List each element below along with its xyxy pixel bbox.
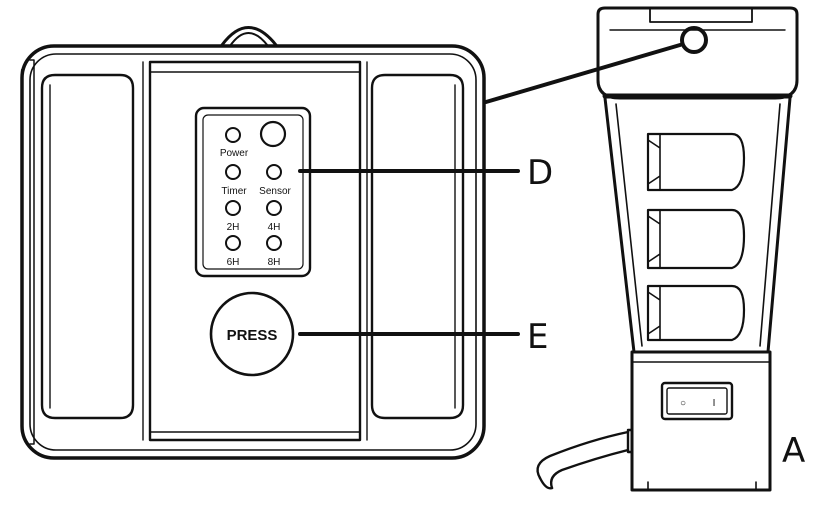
timer-unit-front-view: Power Timer Sensor 2H 4H 6H 8H PRESS [20,26,486,460]
indicator-panel [194,106,312,278]
cord-strain-relief [626,428,634,454]
sensor-label: Sensor [259,186,291,197]
led-4h [266,200,282,216]
led-8h [266,235,282,251]
right-grip-panel [370,73,465,420]
timer-led [225,164,241,180]
side-body-inner-lines [615,103,781,347]
side-sensor-eye [680,26,708,54]
power-label: Power [220,148,249,159]
face-plate-side-lines [142,61,368,441]
label-6h: 6H [227,257,240,268]
label-8h: 8H [268,257,281,268]
callout-a: A [782,431,805,471]
side-lower-feet [647,481,757,491]
side-outlet-3 [646,284,746,342]
label-2h: 2H [227,222,240,233]
power-cord-end [538,476,554,490]
side-outlet-3-detail [647,285,661,341]
left-grip-panel [40,73,135,420]
label-4h: 4H [268,222,281,233]
press-button[interactable] [209,291,295,377]
callout-e: E [527,317,548,357]
power-cord-upper [536,430,630,480]
light-sensor-eye [259,120,287,148]
timer-unit-side-view: ○ I [536,6,799,492]
power-cord-lower [549,448,630,490]
callouts: D E A [298,43,805,471]
side-outlet-2-detail [647,209,661,269]
sensor-led [266,164,282,180]
left-edge-detail [29,59,35,445]
indicator-panel-inner [202,114,304,270]
power-led [225,127,241,143]
rocker-switch[interactable] [660,381,734,421]
led-6h [225,235,241,251]
side-body-outline [603,96,792,354]
press-button-label: PRESS [227,327,278,344]
switch-off-symbol: ○ [680,398,686,409]
side-top-notch [649,7,753,23]
side-outlet-1 [646,132,746,192]
housing-inner-edge [29,53,477,451]
timer-label: Timer [221,186,247,197]
center-face-plate [148,60,362,442]
led-2h [225,200,241,216]
hanging-loop-inner [229,32,269,47]
callout-d: D [527,153,553,193]
switch-on-symbol: I [713,398,716,409]
side-outlet-2 [646,208,746,270]
rocker-switch-inner [666,387,728,415]
side-outlet-1-detail [647,133,661,191]
side-lower-block [630,350,772,492]
callout-line-sensor [484,43,682,104]
hanging-loop [220,26,278,47]
